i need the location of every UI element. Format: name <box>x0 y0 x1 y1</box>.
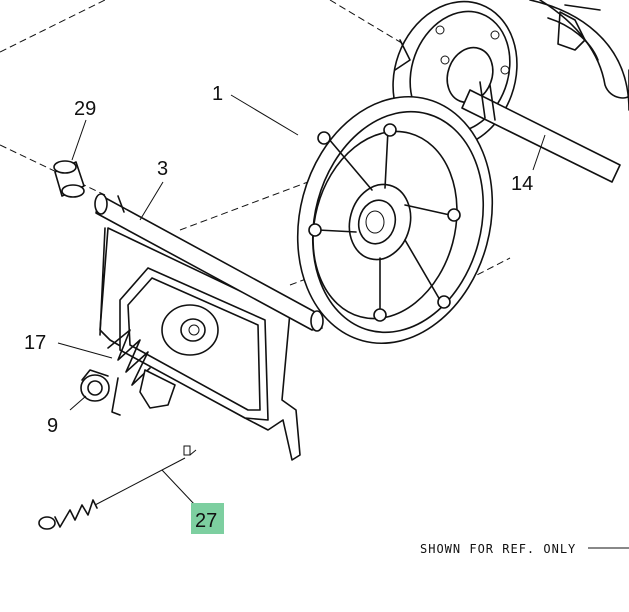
callout-1: 1 <box>212 83 223 105</box>
gear-sprocket <box>529 0 629 111</box>
leader-lines <box>57 94 629 549</box>
callout-17: 17 <box>24 332 46 354</box>
fitting <box>80 369 110 402</box>
callout-27-highlight <box>191 503 224 534</box>
bushing <box>53 160 85 198</box>
callout-29: 29 <box>74 98 96 120</box>
reference-note: SHOWN FOR REF. ONLY <box>420 542 576 556</box>
callout-27: 27 <box>195 510 217 532</box>
callout-3: 3 <box>157 158 168 180</box>
pivot-rod <box>94 193 324 332</box>
pulley <box>296 95 494 345</box>
callout-14: 14 <box>511 173 533 195</box>
cable <box>38 445 197 530</box>
shaft <box>461 81 621 183</box>
bracket-plate <box>99 227 301 461</box>
spring <box>107 329 176 416</box>
callout-9: 9 <box>47 415 58 437</box>
